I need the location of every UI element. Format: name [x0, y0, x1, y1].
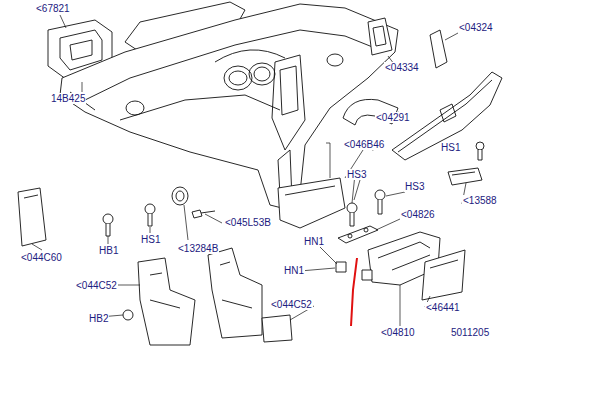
part-number: <044C52 [75, 280, 118, 291]
part-number: <04334 [384, 62, 420, 73]
part-number: <04291 [375, 112, 411, 123]
part-number: <044C60 [20, 252, 63, 263]
part-number: <04826 [400, 209, 436, 220]
fastener-code: HN1 [283, 265, 305, 276]
fastener-code: HS3 [346, 169, 367, 180]
part-number: <04324 [458, 22, 494, 33]
fastener-code: HB1 [98, 245, 119, 256]
part-number: <46441 [425, 302, 461, 313]
fastener-code: HS1 [140, 234, 161, 245]
part-number: <04810 [380, 327, 416, 338]
part-number: <046B46 [343, 139, 385, 150]
fastener-code: HB2 [88, 313, 109, 324]
part-number: <045L53B [224, 217, 272, 228]
part-number: <044C52 [270, 299, 313, 310]
fastener-code: HN1 [303, 236, 325, 247]
part-number: <13284B [177, 243, 219, 254]
part-number: <67821 [35, 3, 71, 14]
part-number: <13588 [462, 195, 498, 206]
drawing-number: 5011205 [450, 327, 490, 338]
part-number: 14B425 [50, 93, 86, 104]
fastener-code: HS3 [404, 181, 425, 192]
fastener-code: HS1 [440, 142, 461, 153]
